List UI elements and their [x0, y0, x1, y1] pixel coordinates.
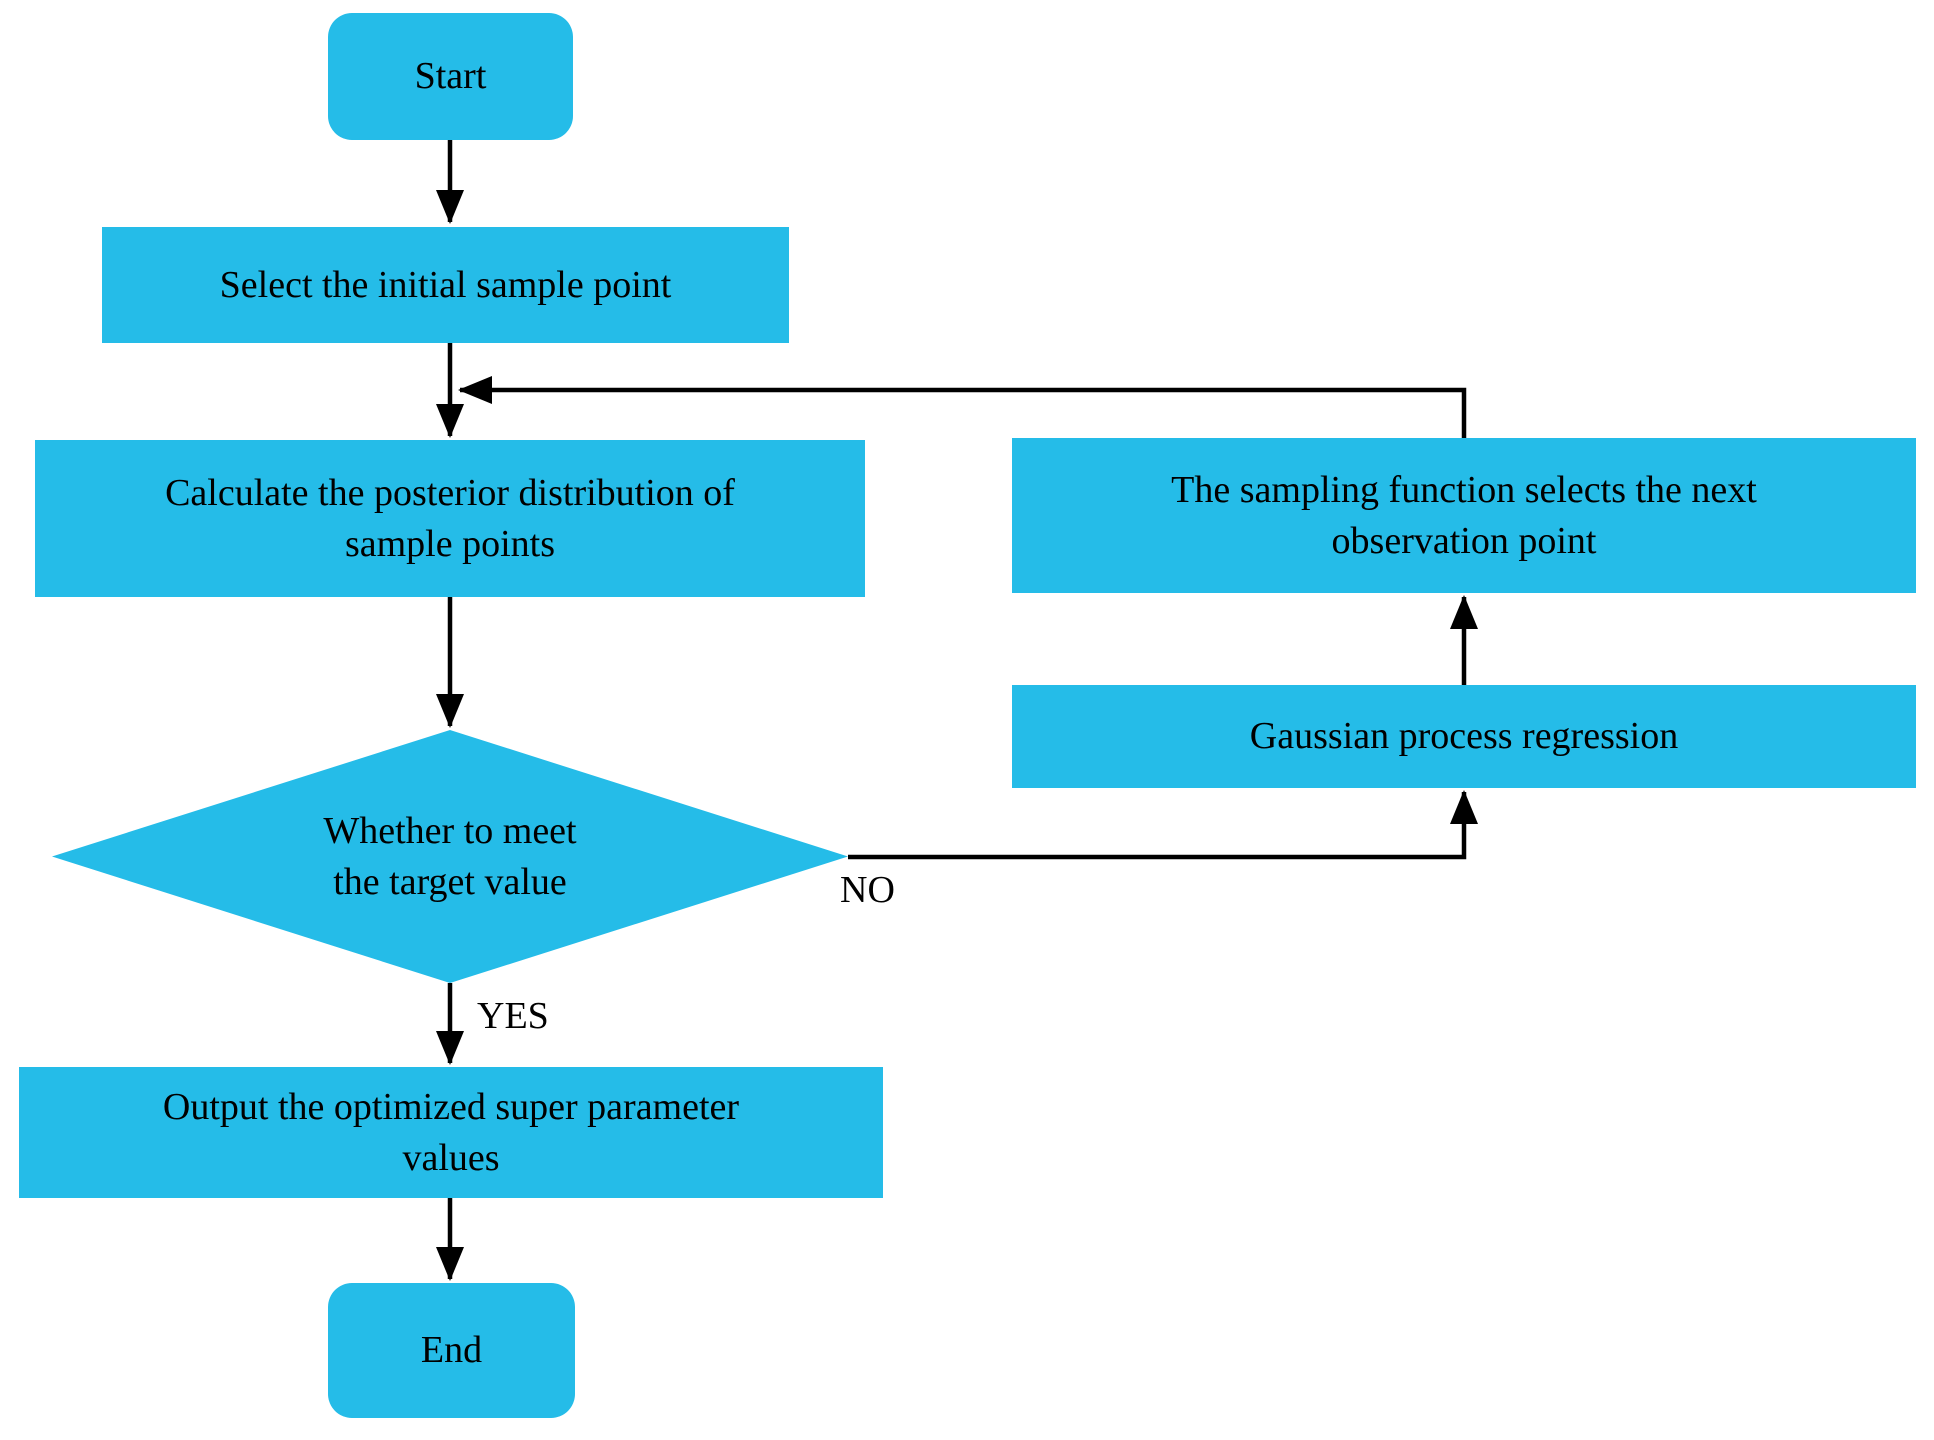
- node-start: Start: [328, 13, 573, 140]
- node-end: End: [328, 1283, 575, 1418]
- node-select-initial-sample-point: Select the initial sample point: [102, 227, 789, 343]
- node-end-label: End: [420, 1329, 483, 1372]
- node-calculate-posterior-distribution: Calculate the posterior distribution of …: [35, 440, 865, 597]
- node-output-label: Output the optimized super parameter val…: [162, 1086, 740, 1179]
- node-output-super-parameter-values: Output the optimized super parameter val…: [19, 1067, 883, 1198]
- node-calculate-label: Calculate the posterior distribution of …: [165, 472, 735, 565]
- node-sampling-label: The sampling function selects the next o…: [1171, 469, 1757, 562]
- node-start-label: Start: [414, 55, 487, 98]
- node-gaussian-label: Gaussian process regression: [1249, 715, 1679, 758]
- arrow-sampling-to-junction: [458, 376, 1467, 438]
- edge-label-yes: YES: [477, 995, 549, 1037]
- node-sampling-function-next-observation: The sampling function selects the next o…: [1012, 438, 1916, 593]
- edge-label-no: NO: [840, 869, 895, 911]
- node-decision-label: Whether to meet the target value: [323, 810, 577, 903]
- arrow-decision-to-gaussian-no: [848, 790, 1478, 860]
- node-gaussian-process-regression: Gaussian process regression: [1012, 685, 1916, 788]
- node-select-label: Select the initial sample point: [219, 263, 672, 306]
